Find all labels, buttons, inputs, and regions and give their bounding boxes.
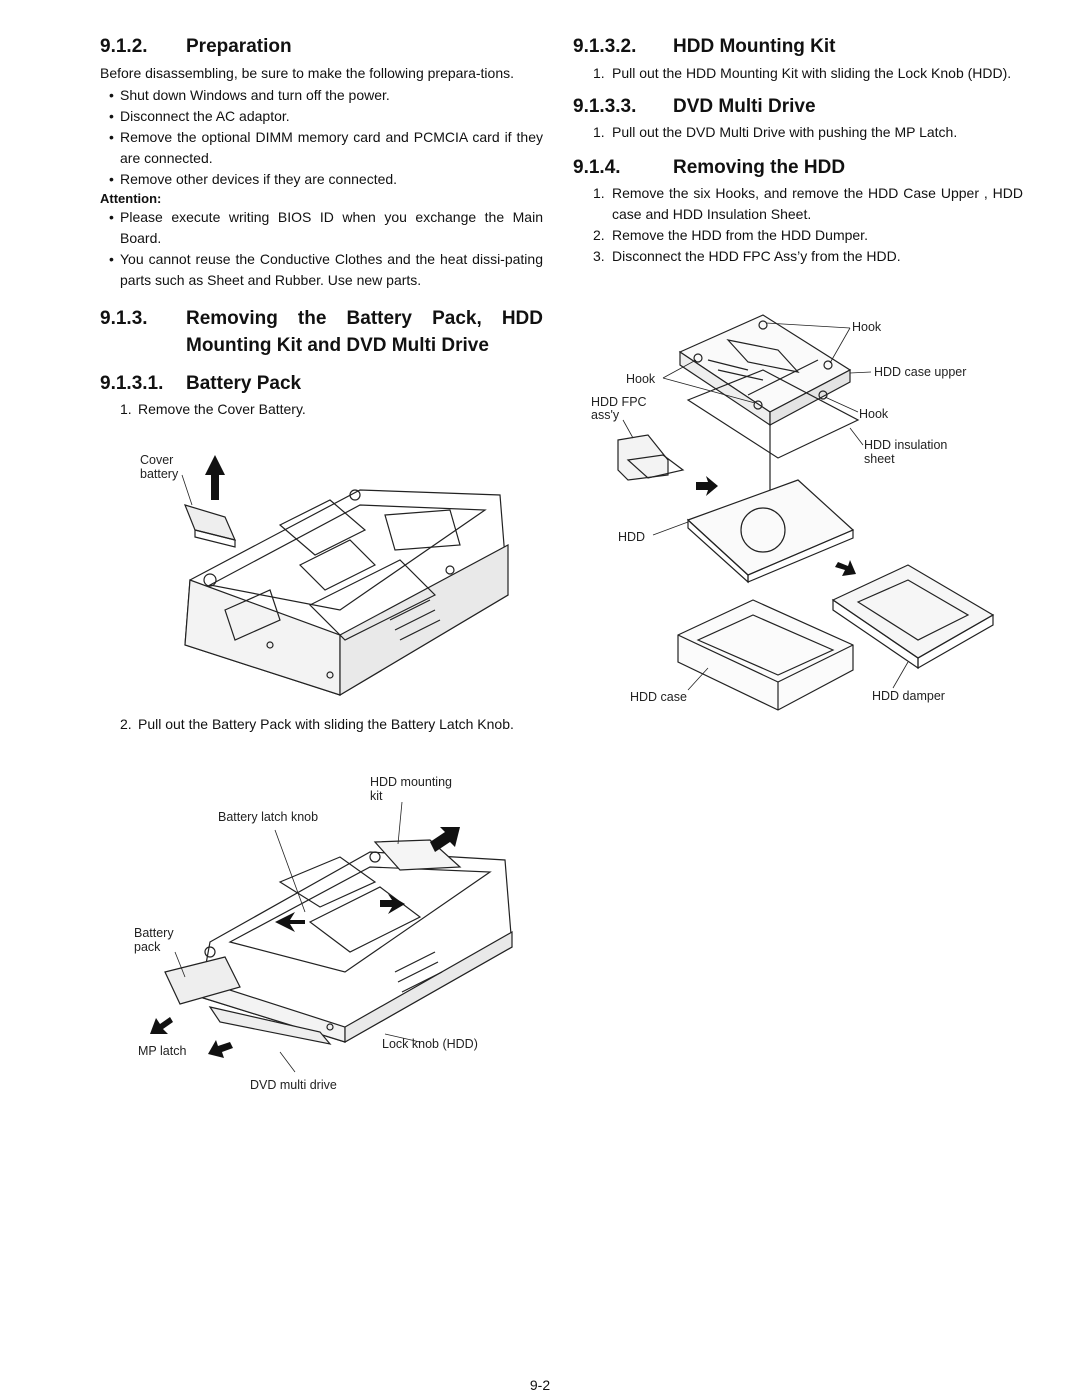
- preparation-intro: Before disassembling, be sure to make th…: [100, 65, 514, 81]
- section-heading-removing-hdd: 9.1.4. Removing the HDD: [573, 155, 1023, 181]
- removing-hdd-steps: 1.Remove the six Hooks, and remove the H…: [573, 183, 1023, 267]
- list-item: Shut down Windows and turn off the power…: [109, 85, 543, 106]
- section-number: 9.1.3.: [100, 308, 148, 329]
- battery-pack-step2-block: 2.Pull out the Battery Pack with sliding…: [100, 714, 543, 735]
- label-hdd-fpc-1: HDD FPC: [591, 395, 647, 409]
- label-hdd: HDD: [618, 530, 646, 544]
- section-number: 9.1.3.2.: [573, 36, 637, 57]
- label-hdd-insulation-2: sheet: [864, 452, 895, 466]
- attention-label: Attention:: [100, 191, 162, 206]
- label-hdd-mounting-2: kit: [370, 789, 383, 803]
- label-hook-right: Hook: [859, 407, 889, 421]
- list-item: Please execute writing BIOS ID when you …: [109, 207, 543, 249]
- section-number: 9.1.3.3.: [573, 96, 637, 117]
- section-title: Removing the HDD: [673, 157, 846, 178]
- step-text: Pull out the DVD Multi Drive with pushin…: [612, 124, 958, 140]
- label-hdd-damper: HDD damper: [872, 689, 945, 703]
- left-column: 9.1.2. Preparation Before disassembling,…: [100, 34, 543, 420]
- list-item: 3.Disconnect the HDD FPC Ass’y from the …: [593, 248, 901, 264]
- figure-hdd-exploded: Hook Hook HDD case upper HDD FPC ass'y H…: [588, 310, 1008, 720]
- laptop-bottom-illustration-2: [150, 801, 513, 1073]
- label-mp-latch: MP latch: [138, 1044, 187, 1058]
- list-item: Disconnect the AC adaptor.: [109, 106, 543, 127]
- list-item: 1.Pull out the HDD Mounting Kit with sli…: [593, 65, 1012, 81]
- section-title: Battery Pack: [186, 373, 302, 394]
- label-battery-latch: Battery latch knob: [218, 810, 319, 824]
- page-number: 9-2: [529, 1377, 551, 1393]
- right-column: 9.1.3.2. HDD Mounting Kit 1.Pull out the…: [573, 34, 1023, 267]
- figure-cover-battery: Cover battery: [130, 445, 530, 705]
- step-text: Pull out the HDD Mounting Kit with slidi…: [612, 65, 1012, 81]
- label-cover-battery-1: Cover: [140, 453, 174, 467]
- label-battery-pack-1: Battery: [134, 926, 174, 940]
- preparation-list: Shut down Windows and turn off the power…: [109, 85, 543, 190]
- label-hdd-fpc-2: ass'y: [591, 408, 620, 422]
- label-hdd-mounting-1: HDD mounting: [370, 775, 452, 789]
- hdd-mounting-steps: 1.Pull out the HDD Mounting Kit with sli…: [573, 62, 1023, 84]
- label-dvd-multi: DVD multi drive: [250, 1078, 337, 1092]
- step-text: Remove the HDD from the HDD Dumper.: [612, 227, 868, 243]
- section-number: 9.1.4.: [573, 157, 621, 178]
- label-hook-left: Hook: [626, 372, 656, 386]
- label-cover-battery-2: battery: [140, 467, 179, 481]
- section-title: Preparation: [186, 36, 292, 57]
- section-heading-removing-battery: 9.1.3. Removing the Battery Pack, HDD Mo…: [100, 305, 543, 359]
- section-heading-preparation: 9.1.2. Preparation: [100, 34, 543, 60]
- list-item: Remove other devices if they are connect…: [109, 169, 543, 190]
- list-item: 1.Remove the Cover Battery.: [120, 401, 306, 417]
- list-item: 1.Remove the six Hooks, and remove the H…: [593, 185, 1023, 222]
- section-heading-dvd: 9.1.3.3. DVD Multi Drive: [573, 94, 1023, 120]
- step-text: Remove the Cover Battery.: [138, 401, 306, 417]
- hdd-exploded-illustration: [617, 314, 995, 711]
- section-title: DVD Multi Drive: [673, 96, 816, 117]
- list-item: 1.Pull out the DVD Multi Drive with push…: [593, 124, 958, 140]
- section-title: HDD Mounting Kit: [673, 36, 836, 57]
- label-battery-pack-2: pack: [134, 940, 161, 954]
- dvd-steps: 1.Pull out the DVD Multi Drive with push…: [573, 122, 1023, 143]
- section-number: 9.1.3.1.: [100, 373, 164, 394]
- section-title: Removing the Battery Pack, HDD Mounting …: [186, 308, 543, 356]
- list-item: Remove the optional DIMM memory card and…: [109, 127, 543, 169]
- label-hdd-case-upper: HDD case upper: [874, 365, 967, 379]
- section-heading-battery-pack: 9.1.3.1. Battery Pack: [100, 371, 543, 397]
- label-hdd-case: HDD case: [630, 690, 687, 704]
- list-item: You cannot reuse the Conductive Clothes …: [109, 249, 543, 291]
- label-hook-top: Hook: [852, 320, 882, 334]
- battery-pack-step2: 2.Pull out the Battery Pack with sliding…: [100, 714, 543, 735]
- attention-list: Please execute writing BIOS ID when you …: [109, 207, 543, 291]
- battery-pack-step1: 1.Remove the Cover Battery.: [100, 399, 543, 420]
- laptop-bottom-illustration: [181, 455, 509, 697]
- list-item: 2.Remove the HDD from the HDD Dumper.: [593, 227, 868, 243]
- step-text: Pull out the Battery Pack with sliding t…: [138, 716, 514, 732]
- section-number: 9.1.2.: [100, 36, 148, 57]
- step-text: Disconnect the HDD FPC Ass’y from the HD…: [612, 248, 901, 264]
- figure-battery-pack: HDD mounting kit Battery latch knob Batt…: [130, 772, 530, 1097]
- section-heading-hdd-mounting: 9.1.3.2. HDD Mounting Kit: [573, 34, 1023, 60]
- label-hdd-insulation-1: HDD insulation: [864, 438, 948, 452]
- list-item: 2.Pull out the Battery Pack with sliding…: [120, 716, 514, 732]
- step-text: Remove the six Hooks, and remove the HDD…: [612, 185, 1023, 222]
- label-lock-knob: Lock knob (HDD): [382, 1037, 478, 1051]
